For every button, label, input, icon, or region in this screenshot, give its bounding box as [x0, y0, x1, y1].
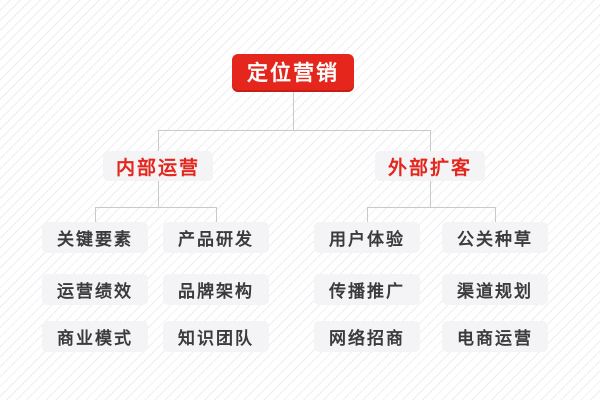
leaf-label: 公关种草 — [457, 230, 533, 250]
leaf-node-channel-planning[interactable]: 渠道规划 — [442, 274, 548, 305]
connector-branch-right-stub — [430, 130, 431, 151]
leaf-node-operation-kpi[interactable]: 运营绩效 — [42, 274, 148, 305]
leaf-node-business-model[interactable]: 商业模式 — [42, 321, 148, 352]
connector-left-horizontal — [95, 207, 217, 208]
connector-right-horizontal — [367, 207, 495, 208]
leaf-label: 关键要素 — [57, 230, 133, 250]
root-label: 定位营销 — [247, 61, 339, 85]
connector-root-horizontal — [158, 130, 431, 131]
leaf-label: 网络招商 — [329, 329, 405, 349]
leaf-node-key-elements[interactable]: 关键要素 — [42, 222, 148, 253]
leaf-node-promotion[interactable]: 传播推广 — [314, 274, 420, 305]
leaf-label: 知识团队 — [178, 329, 254, 349]
connector-left-col2-stub — [216, 207, 217, 222]
leaf-label: 电商运营 — [457, 329, 533, 349]
leaf-label: 商业模式 — [57, 329, 133, 349]
connector-branch-left-stub — [158, 130, 159, 151]
leaf-label: 品牌架构 — [178, 282, 254, 302]
connector-right-col1-stub — [367, 207, 368, 222]
leaf-node-product-rnd[interactable]: 产品研发 — [163, 222, 269, 253]
branch-node-internal-operations[interactable]: 内部运营 — [103, 151, 213, 181]
leaf-label: 产品研发 — [178, 230, 254, 250]
leaf-label: 渠道规划 — [457, 282, 533, 302]
connector-right-branch-vertical — [430, 181, 431, 207]
connector-left-col1-stub — [95, 207, 96, 222]
leaf-node-user-experience[interactable]: 用户体验 — [314, 222, 420, 253]
leaf-node-pr-seeding[interactable]: 公关种草 — [442, 222, 548, 253]
leaf-node-brand-architecture[interactable]: 品牌架构 — [163, 274, 269, 305]
connector-root-vertical — [293, 90, 294, 130]
connector-left-branch-vertical — [158, 181, 159, 207]
connector-right-col2-stub — [495, 207, 496, 222]
branch-node-external-expansion[interactable]: 外部扩客 — [375, 151, 485, 181]
leaf-label: 运营绩效 — [57, 282, 133, 302]
leaf-node-online-investment[interactable]: 网络招商 — [314, 321, 420, 352]
leaf-label: 传播推广 — [329, 282, 405, 302]
branch-label: 外部扩客 — [387, 156, 472, 179]
root-node[interactable]: 定位营销 — [232, 54, 354, 90]
branch-label: 内部运营 — [115, 156, 200, 179]
leaf-label: 用户体验 — [329, 230, 405, 250]
leaf-node-knowledge-team[interactable]: 知识团队 — [163, 321, 269, 352]
leaf-node-ecommerce-ops[interactable]: 电商运营 — [442, 321, 548, 352]
